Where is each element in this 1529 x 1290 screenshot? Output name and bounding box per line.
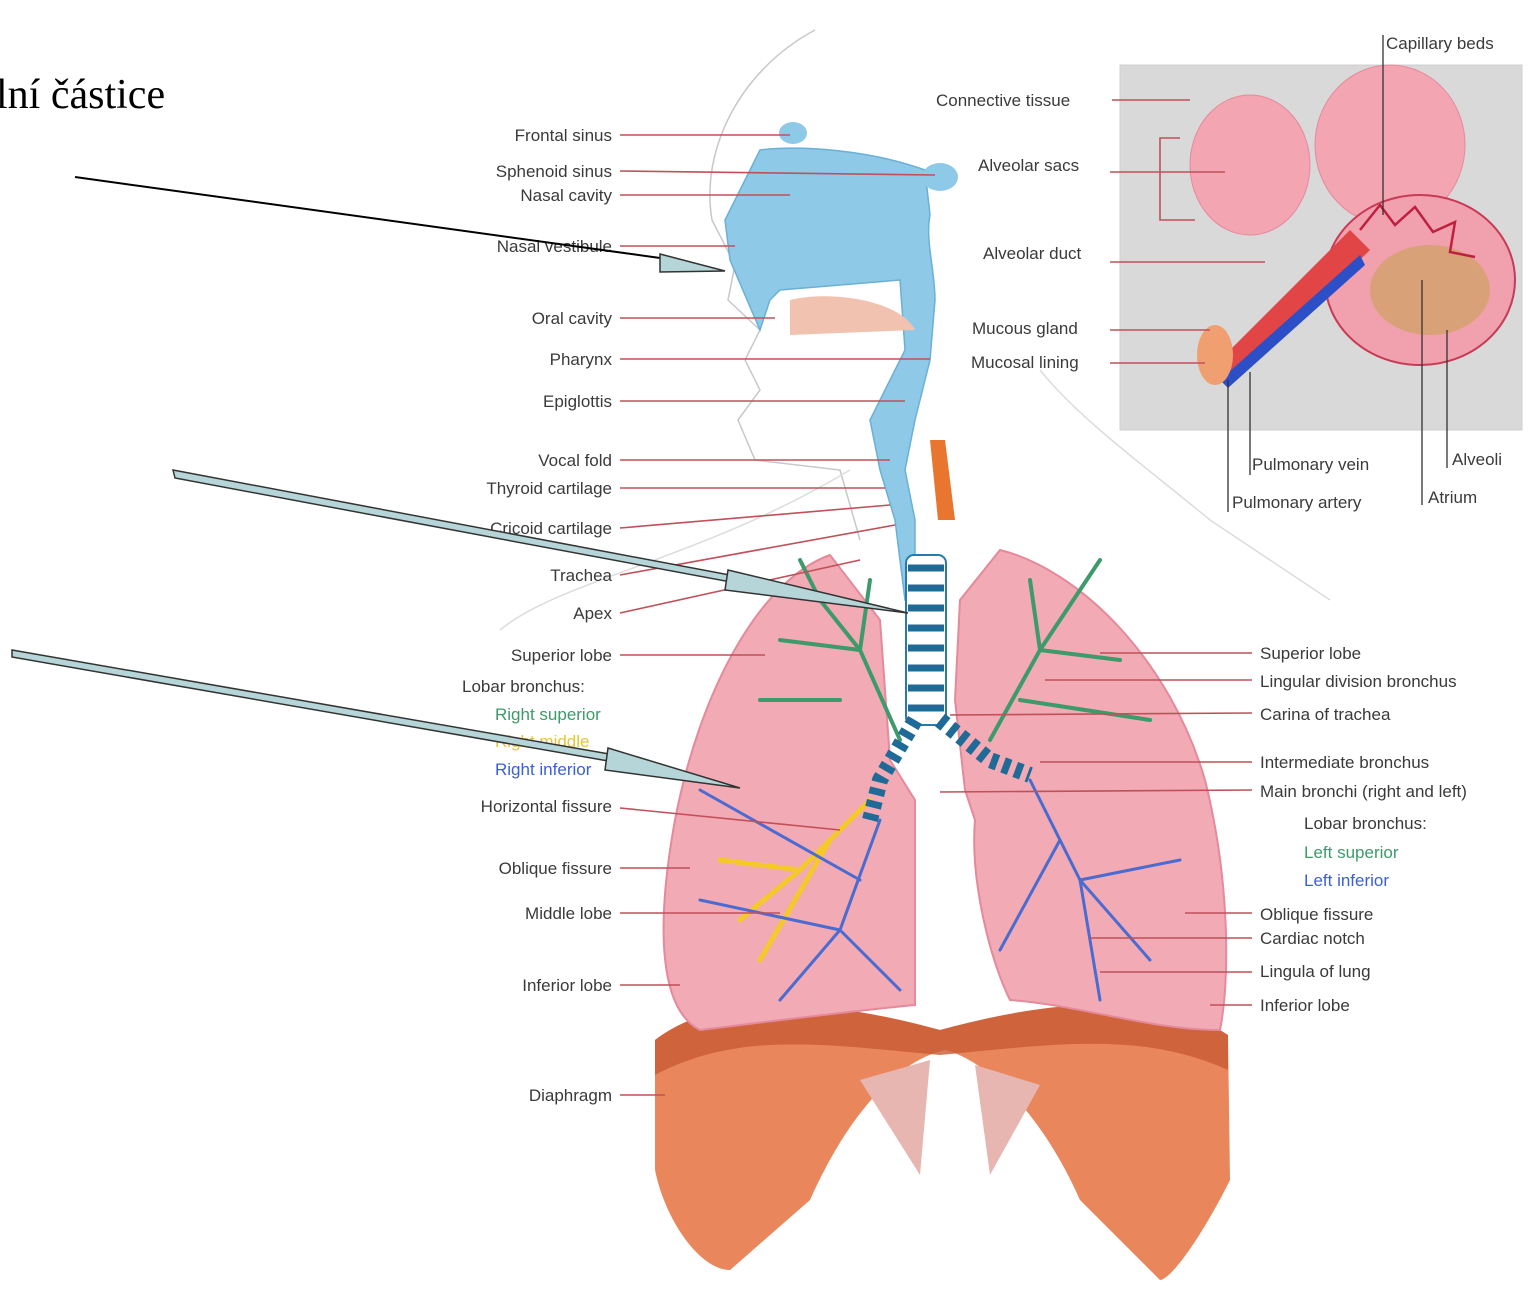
label-apex: Apex [573, 604, 612, 623]
label-nasal-cavity: Nasal cavity [520, 186, 612, 205]
label-thyroid-cartilage: Thyroid cartilage [486, 479, 612, 498]
arrow-shaft-trachea [173, 470, 736, 583]
inset-label-atrium: Atrium [1428, 488, 1477, 507]
inset-label-mucosal-lining: Mucosal lining [971, 353, 1079, 372]
lobar-bronchus-heading-left: Lobar bronchus: [1304, 814, 1427, 833]
label-superior-lobe-right: Superior lobe [511, 646, 612, 665]
alveoli-inset: Capillary beds Connective tissue Alveola… [936, 34, 1522, 512]
atrium-shape [1370, 245, 1490, 335]
upper-airway [725, 148, 935, 600]
label-left-superior-bronchus: Left superior [1304, 843, 1399, 862]
label-diaphragm: Diaphragm [529, 1086, 612, 1105]
inset-label-alveoli: Alveoli [1452, 450, 1502, 469]
label-frontal-sinus: Frontal sinus [515, 126, 612, 145]
label-horizontal-fissure: Horizontal fissure [481, 797, 612, 816]
arrowhead-nasal [660, 254, 725, 272]
inset-label-pulmonary-artery: Pulmonary artery [1232, 493, 1362, 512]
label-inferior-lobe-right: Inferior lobe [522, 976, 612, 995]
label-middle-lobe: Middle lobe [525, 904, 612, 923]
label-intermediate-bronchus: Intermediate bronchus [1260, 753, 1429, 772]
inset-label-alveolar-sacs: Alveolar sacs [978, 156, 1079, 175]
slide-title: lní částice [0, 72, 165, 118]
sphenoid-sinus-shape [922, 163, 958, 191]
diaphragm-crus-left [860, 1060, 930, 1175]
label-oblique-fissure-right: Oblique fissure [499, 859, 612, 878]
inset-label-alveolar-duct: Alveolar duct [983, 244, 1082, 263]
label-lingula-of-lung: Lingula of lung [1260, 962, 1371, 981]
label-right-inferior-bronchus: Right inferior [495, 760, 592, 779]
label-trachea: Trachea [550, 566, 612, 585]
lobar-bronchus-heading-right: Lobar bronchus: [462, 677, 585, 696]
frontal-sinus-shape [779, 122, 807, 144]
inset-label-mucous-gland: Mucous gland [972, 319, 1078, 338]
label-left-inferior-bronchus: Left inferior [1304, 871, 1389, 890]
label-lingular-division-bronchus: Lingular division bronchus [1260, 672, 1457, 691]
label-pharynx: Pharynx [550, 350, 613, 369]
mucosal-lining-shape [1197, 325, 1233, 385]
label-inferior-lobe-left: Inferior lobe [1260, 996, 1350, 1015]
label-oral-cavity: Oral cavity [532, 309, 613, 328]
label-epiglottis: Epiglottis [543, 392, 612, 411]
label-vocal-fold: Vocal fold [538, 451, 612, 470]
label-superior-lobe-left: Superior lobe [1260, 644, 1361, 663]
inset-label-capillary-beds: Capillary beds [1386, 34, 1494, 53]
label-cardiac-notch: Cardiac notch [1260, 929, 1365, 948]
palate-shape [790, 296, 915, 335]
inset-label-connective-tissue: Connective tissue [936, 91, 1070, 110]
label-right-superior-bronchus: Right superior [495, 705, 601, 724]
label-carina-of-trachea: Carina of trachea [1260, 705, 1391, 724]
label-main-bronchi: Main bronchi (right and left) [1260, 782, 1467, 801]
label-sphenoid-sinus: Sphenoid sinus [496, 162, 612, 181]
label-nasal-vestibule: Nasal vestibule [497, 237, 612, 256]
alveolar-sac-1 [1190, 95, 1310, 235]
esophagus-shape [930, 440, 955, 520]
trachea [906, 555, 946, 725]
label-oblique-fissure-left: Oblique fissure [1260, 905, 1373, 924]
inset-label-pulmonary-vein: Pulmonary vein [1252, 455, 1369, 474]
